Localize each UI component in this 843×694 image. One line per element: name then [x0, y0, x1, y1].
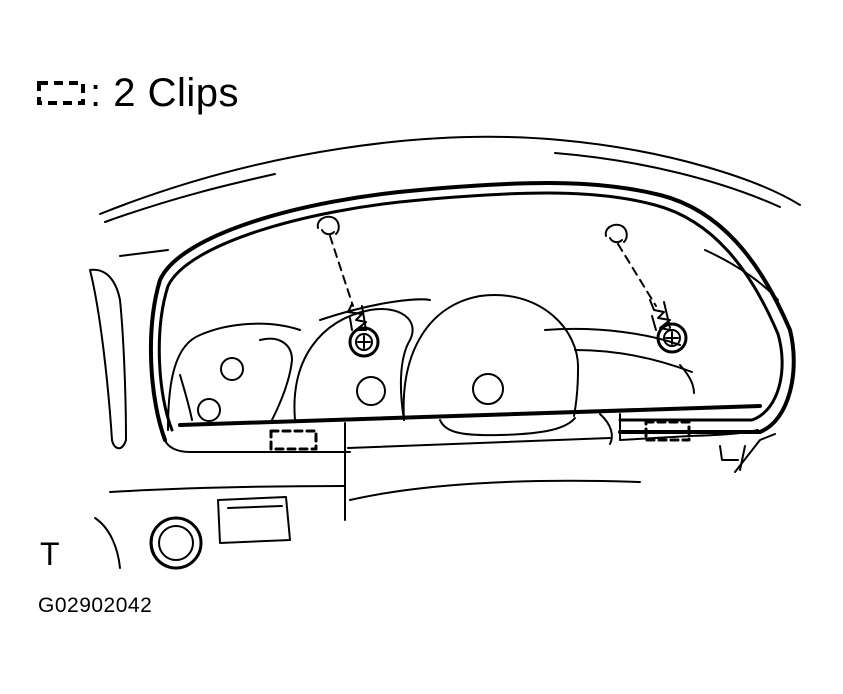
dashboard-top-lines	[99, 135, 801, 301]
screw-left	[347, 303, 380, 358]
clip-symbol-icon	[37, 81, 85, 105]
figure-code: G02902042	[38, 594, 153, 617]
cluster-bezel	[148, 181, 796, 453]
legend: : 2 Clips	[36, 68, 239, 118]
clip-location-right	[644, 420, 691, 442]
gauge-hub	[356, 376, 386, 406]
tachometer-gauge	[293, 308, 414, 421]
orientation-label: T	[40, 536, 60, 572]
control-knob	[149, 516, 203, 570]
clip-location-left	[269, 429, 318, 451]
left-pillar	[89, 268, 127, 450]
small-indicator	[220, 357, 244, 381]
small-indicator	[197, 398, 221, 422]
right-side-details	[719, 433, 776, 473]
legend-label: : 2 Clips	[90, 70, 239, 115]
gauge-hub	[472, 373, 504, 405]
screw-hole-right	[604, 223, 628, 244]
vent-panel	[217, 496, 291, 544]
install-guide-lines	[329, 235, 657, 307]
lower-dashboard	[94, 479, 641, 569]
right-gauge-area	[544, 327, 695, 394]
cluster-top-inner	[319, 298, 431, 321]
screw-hole-left	[316, 215, 340, 236]
speedometer-gauge	[402, 294, 580, 421]
screw-right	[649, 299, 688, 354]
left-gauge-area	[167, 322, 301, 431]
